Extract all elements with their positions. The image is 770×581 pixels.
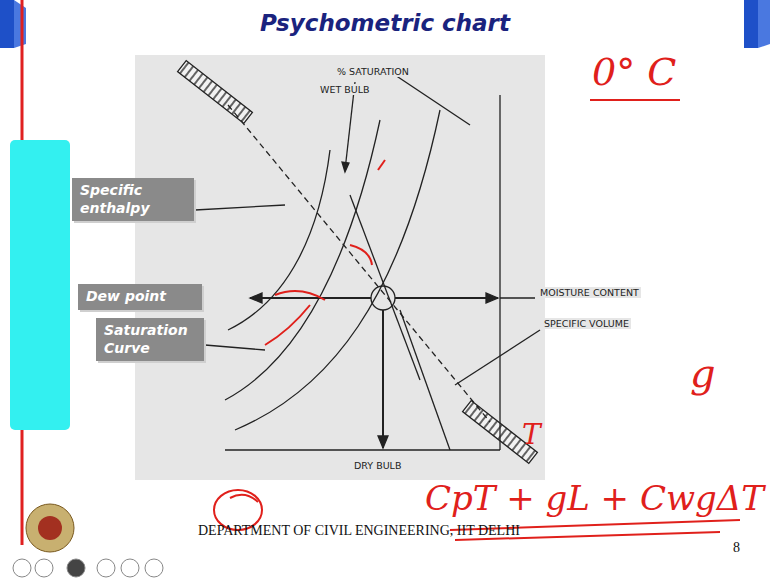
- corner-block: [0, 0, 770, 48]
- chart-ground: [135, 55, 545, 480]
- handwritten-note: CpT + gL + CwgΔT: [425, 478, 764, 518]
- axis-label: SPECIFIC VOLUME: [542, 318, 631, 329]
- callout-text: Specific enthalpy: [80, 182, 186, 217]
- footer-text: DEPARTMENT OF CIVIL ENGINEERING, IIT DEL…: [198, 523, 520, 539]
- callout-text: Saturation Curve: [104, 322, 196, 357]
- handwritten-note: g: [690, 350, 716, 396]
- footer-icons: [13, 504, 163, 577]
- page-number: 8: [733, 540, 740, 556]
- handwritten-marks: [214, 100, 740, 540]
- axis-label: MOISTURE CONTENT: [538, 287, 641, 298]
- axis-label: WET BULB: [318, 84, 372, 95]
- handwritten-note: T: [522, 418, 541, 451]
- callout-box: Specific enthalpy: [72, 178, 194, 221]
- slide-title: Psychometric chart: [0, 10, 770, 36]
- handwritten-note: 0° C: [592, 50, 676, 94]
- callout-text: Dew point: [86, 288, 194, 306]
- axis-label: DRY BULB: [352, 460, 403, 471]
- chart-drawing: [178, 61, 540, 464]
- callout-box: Saturation Curve: [96, 318, 204, 361]
- axis-label: % SATURATION: [335, 66, 411, 77]
- callout-box: Dew point: [78, 284, 202, 310]
- side-panel: [10, 140, 70, 430]
